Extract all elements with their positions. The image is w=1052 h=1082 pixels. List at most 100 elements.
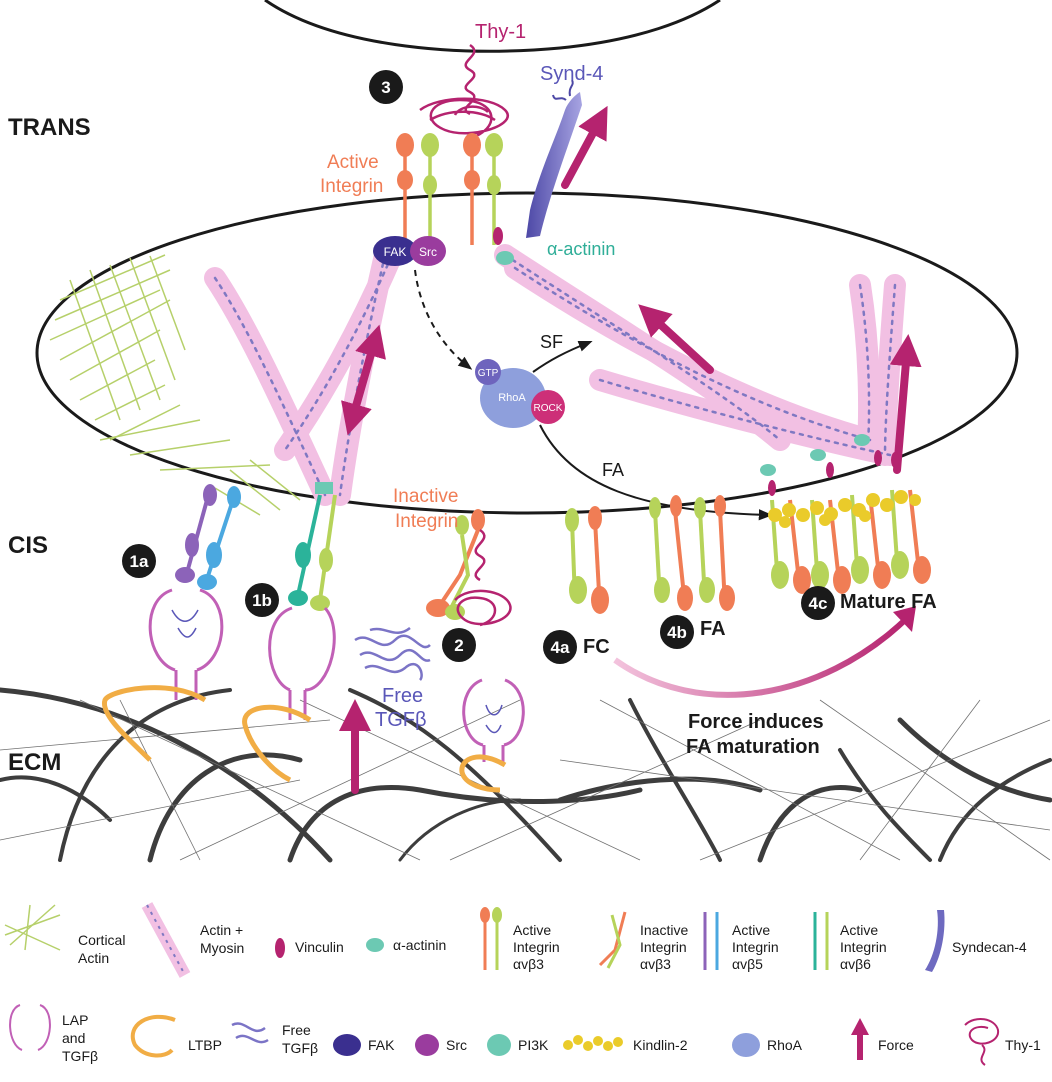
active-integrin-label-1: Active xyxy=(327,152,379,173)
legend-rhoa: RhoA xyxy=(732,1033,803,1057)
fc-label: FC xyxy=(583,636,610,658)
svg-text:Integrin: Integrin xyxy=(640,939,687,955)
svg-text:and: and xyxy=(62,1030,85,1046)
legend-actin-myosin: Actin + Myosin xyxy=(141,902,244,978)
lap-tgfb-1a xyxy=(148,588,224,700)
force-arrow-sf xyxy=(638,304,714,374)
fa-integrins xyxy=(649,495,735,611)
force-label-2: FA maturation xyxy=(686,736,820,758)
step-4b-marker: 4b xyxy=(660,615,694,649)
legend-src: Src xyxy=(415,1034,467,1056)
svg-text:TGFβ: TGFβ xyxy=(282,1040,318,1056)
svg-text:Thy-1: Thy-1 xyxy=(1005,1037,1041,1053)
rock xyxy=(531,390,565,424)
svg-text:4c: 4c xyxy=(809,594,828,613)
svg-text:αvβ3: αvβ3 xyxy=(640,956,671,972)
legend-active-integrin-avb5: Active Integrin αvβ5 xyxy=(703,912,779,972)
svg-text:3: 3 xyxy=(381,78,390,97)
svg-text:TGFβ: TGFβ xyxy=(62,1048,98,1064)
svg-text:Free: Free xyxy=(282,1022,311,1038)
lap-1b xyxy=(268,606,336,720)
region-trans: TRANS xyxy=(8,114,91,141)
svg-text:Myosin: Myosin xyxy=(200,940,244,956)
svg-text:α-actinin: α-actinin xyxy=(393,937,446,953)
mature-fa-label: Mature FA xyxy=(840,591,937,613)
step-3-marker: 3 xyxy=(369,70,403,104)
free-tgfb-label-1: Free xyxy=(382,685,423,707)
step-1b-marker: 1b xyxy=(245,583,279,617)
svg-text:Syndecan-4: Syndecan-4 xyxy=(952,939,1027,955)
src-label: Src xyxy=(419,245,437,259)
legend-thy1: Thy-1 xyxy=(964,1018,1041,1066)
step-markers: 3 1a 1b 2 4a 4b 4c xyxy=(122,70,835,664)
ltbp-1a xyxy=(102,685,207,762)
step-4a-marker: 4a xyxy=(543,630,577,664)
svg-text:Active: Active xyxy=(513,922,551,938)
fa-arrow-label: FA xyxy=(602,460,624,480)
svg-text:RhoA: RhoA xyxy=(767,1037,803,1053)
legend-cortical-actin: Cortical Actin xyxy=(4,904,125,966)
region-cis: CIS xyxy=(8,532,48,559)
force-arrow-bidirectional xyxy=(341,324,386,436)
integrin-avb5 xyxy=(175,484,241,590)
legend-kindlin2: Kindlin-2 xyxy=(563,1035,688,1053)
force-maturation-arrow xyxy=(613,617,908,698)
svg-text:PI3K: PI3K xyxy=(518,1037,549,1053)
gtp xyxy=(475,359,501,385)
svg-text:Actin +: Actin + xyxy=(200,922,243,938)
src xyxy=(410,236,446,266)
svg-text:4b: 4b xyxy=(667,623,687,642)
svg-text:Integrin: Integrin xyxy=(513,939,560,955)
svg-text:Force: Force xyxy=(878,1037,914,1053)
synd4-label: Synd-4 xyxy=(540,63,603,85)
legend-alpha-actinin: α-actinin xyxy=(366,937,446,953)
legend-active-integrin-avb6: Active Integrin αvβ6 xyxy=(813,912,887,972)
thy1-top xyxy=(419,43,509,140)
svg-text:αvβ5: αvβ5 xyxy=(732,956,763,972)
alpha-actinin-node xyxy=(496,251,514,265)
svg-text:Actin: Actin xyxy=(78,950,109,966)
legend-force: Force xyxy=(851,1018,914,1060)
sf-arrow xyxy=(532,340,593,373)
rock-label: ROCK xyxy=(534,403,563,414)
fa-label: FA xyxy=(700,618,726,640)
fak-label: FAK xyxy=(384,245,407,259)
ltbp-center xyxy=(459,754,507,793)
step-1a-marker: 1a xyxy=(122,544,156,578)
svg-text:αvβ3: αvβ3 xyxy=(513,956,544,972)
svg-text:Vinculin: Vinculin xyxy=(295,939,344,955)
force-arrow-synd4 xyxy=(561,105,608,189)
svg-text:FAK: FAK xyxy=(368,1037,395,1053)
step-2-marker: 2 xyxy=(442,628,476,662)
svg-text:2: 2 xyxy=(454,636,463,655)
legend-pi3k: PI3K xyxy=(487,1034,549,1056)
inactive-integrin-label-2: Integrin xyxy=(395,511,458,532)
legend-syndecan4: Syndecan-4 xyxy=(925,910,1027,972)
step-4c-marker: 4c xyxy=(801,586,835,620)
rhoa-label: RhoA xyxy=(498,392,526,404)
rhoa xyxy=(480,368,546,428)
legend-fak: FAK xyxy=(333,1034,395,1056)
kindlin2-cluster xyxy=(768,490,921,528)
lap-tgfb-center xyxy=(462,678,525,762)
alpha-actinin-label: α-actinin xyxy=(547,239,615,259)
active-integrins-trans xyxy=(396,133,503,245)
thy1-cis xyxy=(454,528,512,627)
free-tgfb-label-2: TGFβ xyxy=(375,709,427,731)
stress-fibers xyxy=(204,237,906,506)
trans-cell-membrane xyxy=(264,0,721,53)
legend: Cortical Actin Actin + Myosin Vinculin α… xyxy=(4,902,1041,1066)
force-arrows xyxy=(339,105,922,794)
fc-integrins xyxy=(565,506,609,614)
cortical-actin xyxy=(49,254,301,516)
svg-text:Integrin: Integrin xyxy=(840,939,887,955)
active-integrin-label-2: Integrin xyxy=(320,176,383,197)
legend-inactive-integrin-avb3: Inactive Integrin αvβ3 xyxy=(598,911,688,972)
region-ecm: ECM xyxy=(8,749,61,776)
force-label-1: Force induces xyxy=(688,711,824,733)
legend-ltbp: LTBP xyxy=(130,1014,222,1058)
svg-text:Integrin: Integrin xyxy=(732,939,779,955)
cis-cell-membrane xyxy=(35,191,1019,515)
svg-text:4a: 4a xyxy=(551,638,570,657)
force-arrow-mature xyxy=(889,334,922,474)
